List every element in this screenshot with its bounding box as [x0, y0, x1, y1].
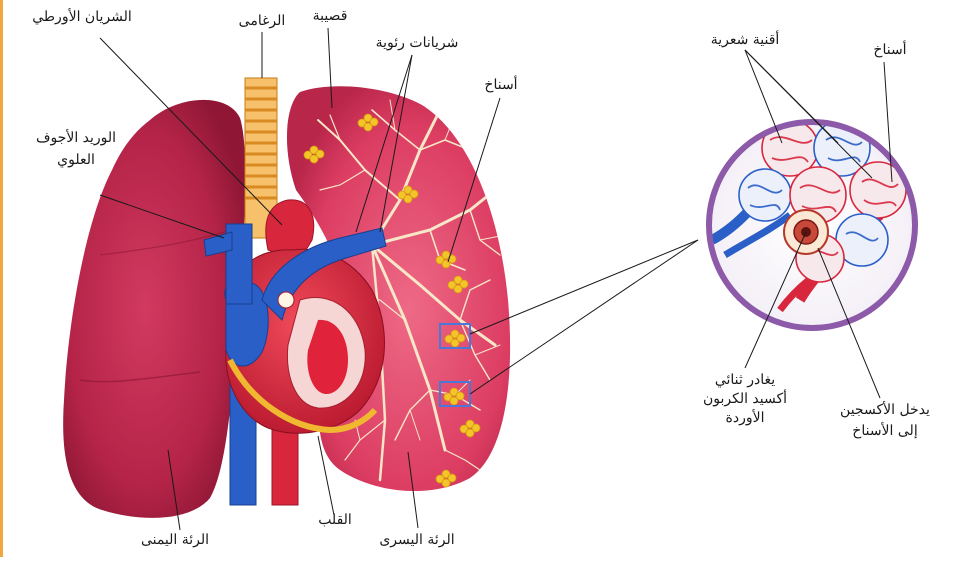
label-co2-line2: أكسيد الكربون	[680, 391, 810, 408]
label-oxygen-line2: إلى الأسناخ	[820, 423, 950, 440]
label-alveoli-detail: أسناخ	[860, 42, 920, 59]
label-superior-vena-cava: الوريد الأجوف العلوي	[6, 130, 146, 169]
label-right-lung: الرئة اليمنى	[120, 532, 230, 549]
label-bronchiole: قصيبة	[300, 8, 360, 25]
heart-valve	[278, 292, 294, 308]
label-oxygen-line1: يدخل الأكسجين	[820, 402, 950, 419]
label-left-lung: الرئة اليسرى	[362, 532, 472, 549]
label-aorta: الشريان الأورطي	[12, 9, 152, 26]
label-superior-vena-cava-line1: الوريد الأجوف	[6, 130, 146, 147]
label-heart: القلب	[300, 512, 370, 529]
left-edge-strip	[0, 0, 3, 557]
label-co2-line3: الأوردة	[680, 410, 810, 427]
magnified-alveoli	[709, 120, 915, 328]
label-co2-line1: يغادر ثنائي	[680, 372, 810, 389]
label-oxygen-enters: يدخل الأكسجين إلى الأسناخ	[820, 402, 950, 440]
label-superior-vena-cava-line2: العلوي	[6, 152, 146, 169]
label-co2-leaves: يغادر ثنائي أكسيد الكربون الأوردة	[680, 372, 810, 427]
label-alveoli-lung: أسناخ	[476, 77, 526, 94]
label-capillaries: أقنية شعرية	[680, 32, 810, 49]
label-trachea: الرغامى	[222, 13, 302, 30]
label-pulmonary-arteries: شريانات رئوية	[362, 35, 472, 52]
